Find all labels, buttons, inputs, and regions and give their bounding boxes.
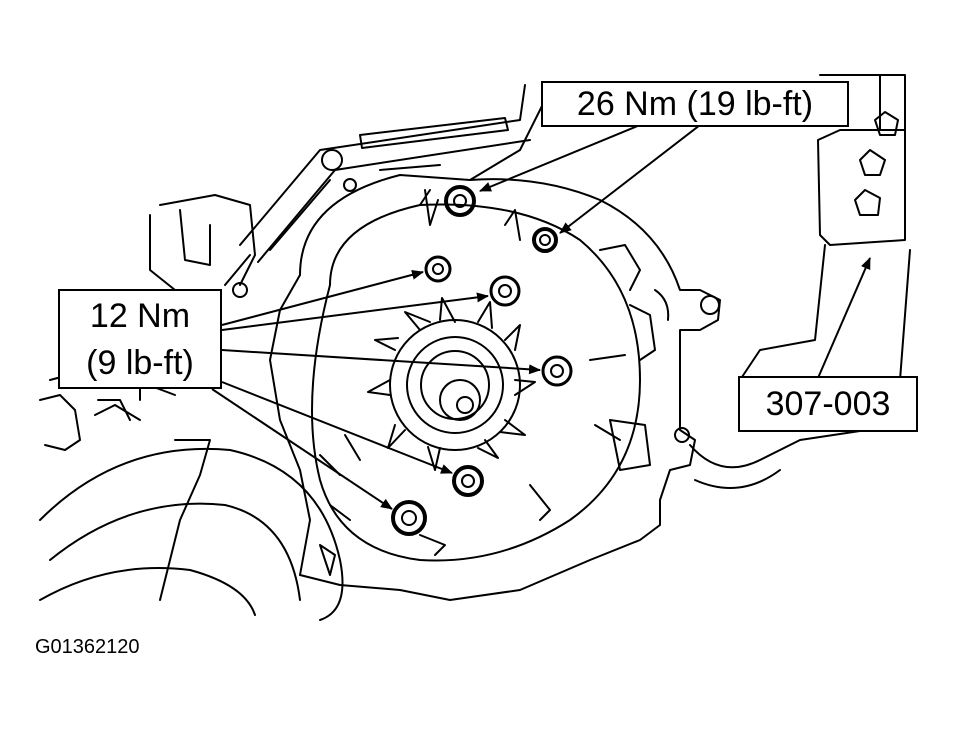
arrow-12nm-4 [221,381,453,474]
arrow-12nm-3 [221,349,541,375]
tool-number-text: 307-003 [765,385,891,423]
bellhousing-outline [269,99,721,601]
arrow-12nm-5 [211,388,393,510]
bolts-12nm [391,255,573,536]
figure-id: G01362120 [35,636,140,658]
tool-307-003-drawing [689,74,911,489]
arrow-12nm-2 [221,292,489,331]
flywheel-outline [39,439,344,621]
tool-number-callout: 307-003 [738,376,918,432]
leader-arrows [211,124,871,510]
bellhousing-bracket [224,84,531,298]
arrow-tool [817,257,871,379]
torque-callout-26nm: 26 Nm (19 lb-ft) [541,81,849,127]
arrow-26nm-1 [479,124,641,192]
torque-callout-12nm: 12 Nm (9 lb-ft) [58,289,222,389]
housing-tabs [319,189,626,576]
input-shaft-assembly [367,297,536,471]
arrow-12nm-1 [221,269,424,326]
bolts-26nm [444,185,558,253]
torque-callout-12nm-lbft: (9 lb-ft) [86,344,194,382]
torque-callout-26nm-text: 26 Nm (19 lb-ft) [576,85,814,123]
torque-callout-12nm-nm: 12 Nm [89,297,191,335]
arrow-26nm-2 [559,124,701,234]
